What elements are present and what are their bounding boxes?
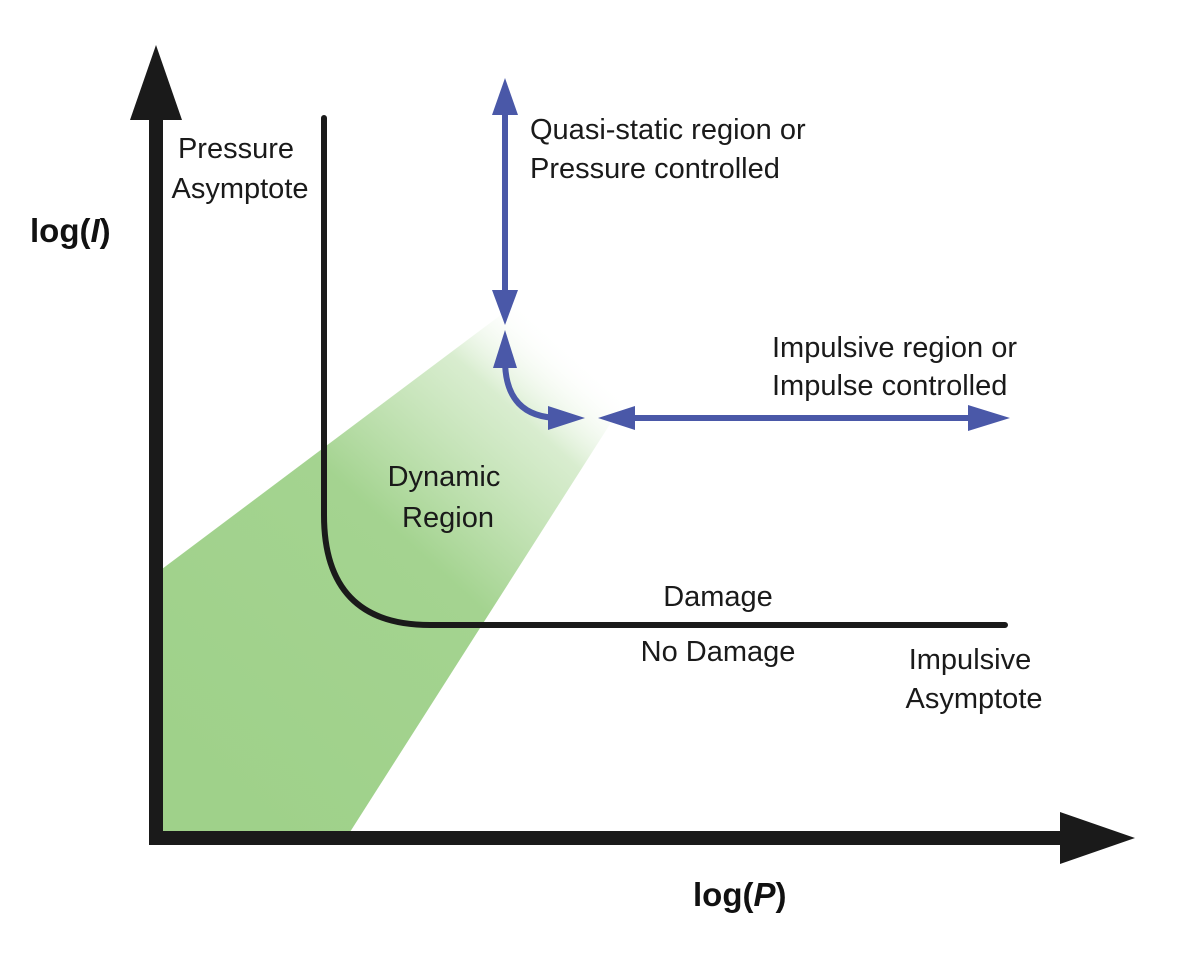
impulsive-region-label: Impulsive region or Impulse controlled <box>772 332 1025 402</box>
x-axis-arrowhead <box>1060 812 1135 864</box>
no-damage-label: No Damage <box>641 636 796 668</box>
impulsive-arrow-left <box>598 406 635 430</box>
quasi-static-arrow-top <box>492 78 518 115</box>
region-arrows <box>492 78 1010 431</box>
damage-label: Damage <box>663 581 773 613</box>
quasi-static-label: Quasi-static region or Pressure controll… <box>530 114 814 185</box>
pressure-asymptote-label: Pressure Asymptote <box>172 133 309 205</box>
knee-arrow-up <box>493 330 517 368</box>
x-axis-label: log(P) <box>693 876 787 913</box>
impulsive-asymptote-label: Impulsive Asymptote <box>906 644 1043 715</box>
impulsive-arrow-right <box>968 405 1010 431</box>
axes <box>130 45 1135 864</box>
dynamic-region-band <box>158 248 670 832</box>
damage-threshold-curve <box>321 115 1008 628</box>
y-axis-label: log(I) <box>30 212 111 249</box>
dynamic-region-label: Dynamic Region <box>388 461 509 534</box>
y-axis-arrowhead <box>130 45 182 120</box>
knee-arrow-right <box>548 406 585 430</box>
quasi-static-arrow-bottom <box>492 290 518 325</box>
